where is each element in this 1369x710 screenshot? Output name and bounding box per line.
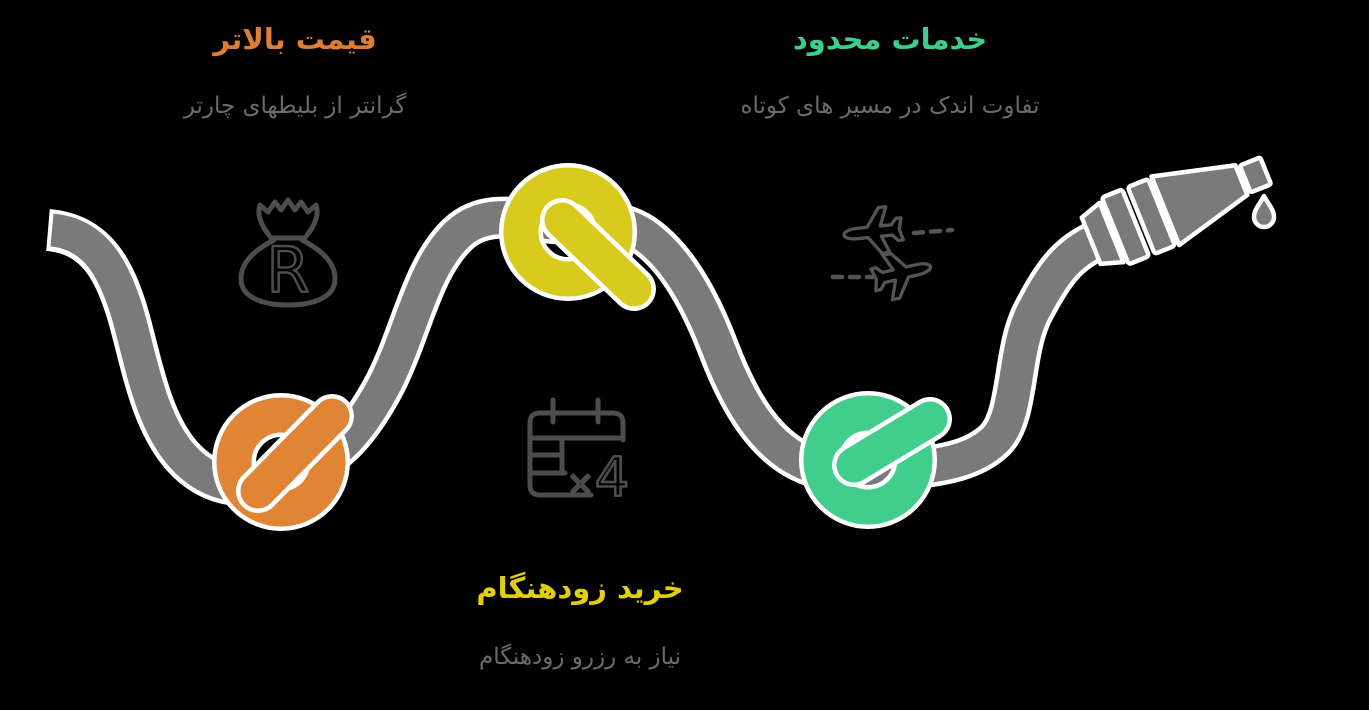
section-services: خدمات محدود [735, 22, 1045, 56]
calendar-icon: ×4 [527, 397, 630, 510]
money-bag-currency-letter: R [266, 234, 309, 307]
nozzle-band-2 [1126, 177, 1177, 256]
section-early-purchase: خرید زودهنگام [435, 571, 725, 605]
price-title: قیمت بالاتر [213, 22, 377, 56]
droplet-shape [1251, 193, 1277, 230]
knot-cross [836, 401, 948, 483]
route-dashes-top [911, 227, 955, 236]
knot-cross [544, 202, 652, 307]
early-purchase-subtitle: نیاز به رزرو زودهنگام [478, 644, 682, 670]
services-subtitle: تفاوت اندک در مسیر های کوتاه [740, 93, 1040, 119]
nozzle-cone [1149, 162, 1250, 248]
hose-nozzle-icon [1079, 155, 1273, 267]
airplanes-icon [830, 205, 955, 302]
knot-limited-services [799, 391, 952, 529]
knot-higher-price [212, 393, 354, 531]
section-price: قیمت بالاتر [150, 22, 440, 56]
calendar-frame [527, 410, 626, 498]
money-bag-body [238, 237, 338, 308]
services-title: خدمات محدود [792, 22, 988, 56]
nozzle-tip [1238, 155, 1273, 195]
knot-ring [216, 397, 346, 527]
airplane-left-icon [842, 205, 905, 257]
knot-cross [240, 398, 350, 509]
droplet-icon [1251, 193, 1277, 230]
knot-ring [503, 167, 633, 297]
nozzle-collar [1079, 200, 1126, 267]
airplane-right-icon [869, 250, 933, 302]
knot-ring [803, 395, 933, 525]
money-bag-crown [256, 197, 320, 238]
price-subtitle: گرانتر از بلیطهای چارتر [183, 93, 407, 119]
nozzle-band-1 [1100, 188, 1151, 266]
money-bag-icon: R [238, 197, 338, 308]
early-purchase-title: خرید زودهنگام [476, 571, 684, 605]
knot-early-purchase [499, 163, 656, 311]
calendar-multiplier-badge: ×4 [567, 446, 629, 509]
